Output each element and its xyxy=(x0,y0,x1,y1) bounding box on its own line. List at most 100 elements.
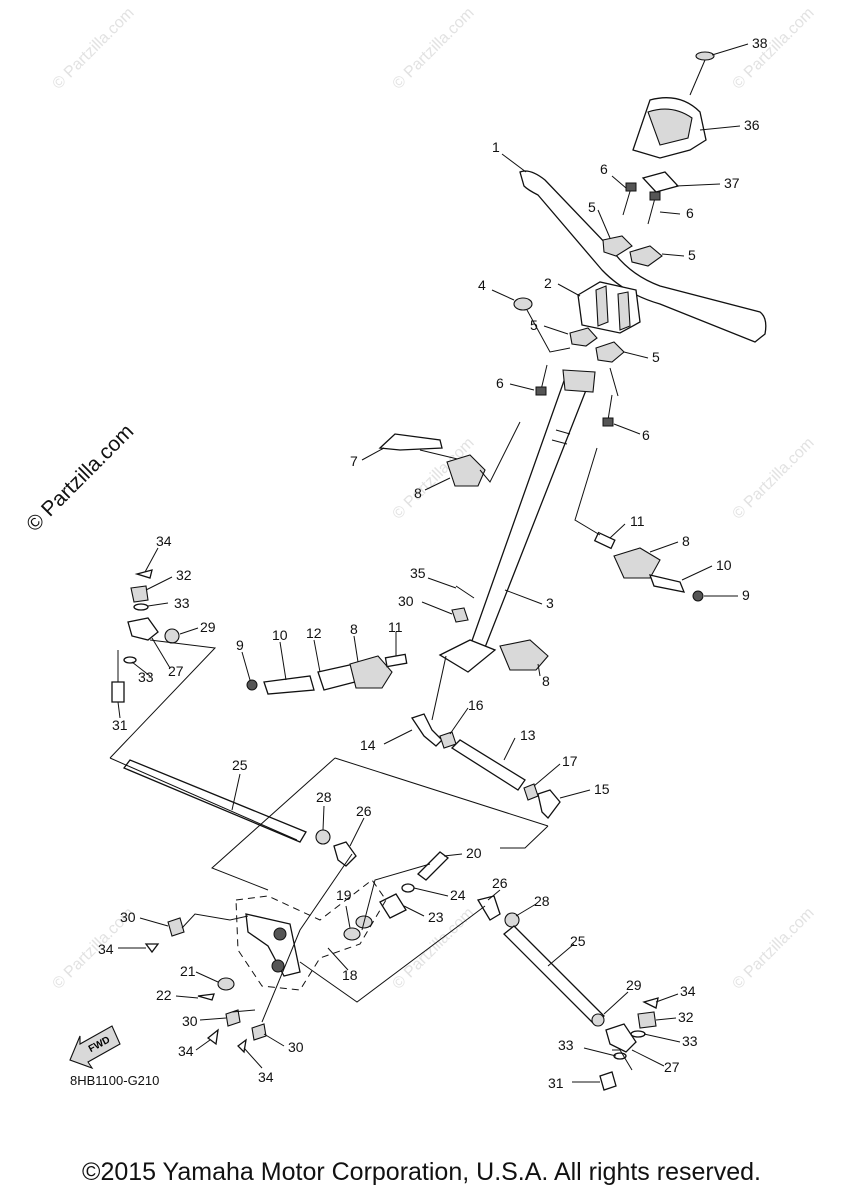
nut-9-upper xyxy=(692,590,704,602)
callout-19: 19 xyxy=(336,887,352,903)
callout-5: 5 xyxy=(652,349,660,365)
callout-30: 30 xyxy=(288,1039,304,1055)
bushing-8-upper xyxy=(446,454,486,487)
callout-21: 21 xyxy=(180,963,196,979)
callout-3: 3 xyxy=(546,595,554,611)
bolt-6-lower-left xyxy=(540,364,548,391)
copyright-notice: ©2015 Yamaha Motor Corporation, U.S.A. A… xyxy=(82,1158,761,1186)
callout-33: 33 xyxy=(682,1033,698,1049)
bushing-8-lower xyxy=(499,639,549,671)
arm-10-upper xyxy=(648,574,686,593)
nut-30-bottom xyxy=(251,1023,267,1041)
callout-11: 11 xyxy=(630,513,645,529)
dashed-group-outline xyxy=(235,879,387,991)
callout-29: 29 xyxy=(626,977,642,993)
arm-10-mid xyxy=(263,675,315,695)
handlebar xyxy=(519,170,767,343)
callout-17: 17 xyxy=(562,753,578,769)
callout-10: 10 xyxy=(272,627,288,643)
callout-labels: 38 36 37 1 6 6 5 5 2 4 5 5 6 6 7 8 11 8 … xyxy=(98,35,768,1091)
holder-5-right xyxy=(629,245,663,267)
callout-4: 4 xyxy=(478,277,486,293)
callout-34: 34 xyxy=(98,941,114,957)
idler-arm-18 xyxy=(245,913,301,977)
nut-17 xyxy=(523,783,539,801)
callout-8: 8 xyxy=(542,673,550,689)
tube-13 xyxy=(450,739,526,791)
fwd-arrow-icon xyxy=(69,1025,121,1070)
callout-34: 34 xyxy=(156,533,172,549)
holder-5-lower-left xyxy=(569,327,598,347)
callout-34: 34 xyxy=(178,1043,194,1059)
washer-33-left-lower xyxy=(123,656,137,664)
callout-8: 8 xyxy=(414,485,422,501)
nut-29-right xyxy=(591,1013,605,1027)
assembly-lines xyxy=(109,59,706,1071)
callout-26: 26 xyxy=(356,803,372,819)
rod-end-27-left xyxy=(127,617,159,641)
callout-27: 27 xyxy=(168,663,184,679)
callout-32: 32 xyxy=(176,567,192,583)
callout-26: 26 xyxy=(492,875,508,891)
callout-34: 34 xyxy=(680,983,696,999)
callout-34: 34 xyxy=(258,1069,274,1085)
clip-34-right xyxy=(642,997,659,1009)
bolt-20 xyxy=(417,851,449,881)
nut-30-left xyxy=(167,917,185,937)
bolt-6-upper-right xyxy=(647,197,656,225)
callout-32: 32 xyxy=(678,1009,694,1025)
nut-29-left xyxy=(164,628,180,644)
callout-23: 23 xyxy=(428,909,444,925)
callout-29: 29 xyxy=(200,619,216,635)
rod-end-14 xyxy=(410,713,443,747)
callout-24: 24 xyxy=(450,887,466,903)
holder-5-left xyxy=(602,235,633,257)
bushing-8-right xyxy=(613,547,661,579)
bolt-6-upper-left xyxy=(622,187,632,216)
bolt-6-lower-right xyxy=(607,394,613,421)
callout-6: 6 xyxy=(600,161,608,177)
leader-lines xyxy=(117,43,749,1083)
rod-end-15 xyxy=(537,789,561,819)
callout-18: 18 xyxy=(342,967,358,983)
bushing-21 xyxy=(217,977,235,991)
bushing-8-mid xyxy=(349,655,393,689)
callout-30: 30 xyxy=(398,593,414,609)
callout-5: 5 xyxy=(688,247,696,263)
callout-16: 16 xyxy=(468,697,484,713)
callout-25: 25 xyxy=(232,757,248,773)
clamp-7 xyxy=(378,433,443,451)
cap-4 xyxy=(513,297,533,311)
rod-end-26-left xyxy=(333,841,357,867)
bolt-31-left xyxy=(111,681,125,703)
callout-9: 9 xyxy=(742,587,750,603)
callout-14: 14 xyxy=(360,737,376,753)
nut-32-left xyxy=(130,585,149,603)
callout-5: 5 xyxy=(530,317,538,333)
tie-rod-25-left xyxy=(122,759,307,843)
washer-33-left xyxy=(133,603,149,611)
callout-36: 36 xyxy=(744,117,760,133)
callout-6: 6 xyxy=(642,427,650,443)
callout-33: 33 xyxy=(138,669,154,685)
callout-25: 25 xyxy=(570,933,586,949)
diagram-code: 8HB1100-G210 xyxy=(70,1073,160,1088)
callout-30: 30 xyxy=(182,1013,198,1029)
clip-34-lower-left xyxy=(144,943,160,954)
nut-28-left xyxy=(315,829,331,845)
callout-8: 8 xyxy=(350,621,358,637)
callout-15: 15 xyxy=(594,781,610,797)
callout-11: 11 xyxy=(388,619,403,635)
callout-33: 33 xyxy=(174,595,190,611)
callout-8: 8 xyxy=(682,533,690,549)
callout-28: 28 xyxy=(316,789,332,805)
nut-30-mid xyxy=(451,607,469,623)
callout-20: 20 xyxy=(466,845,482,861)
callout-35: 35 xyxy=(410,565,426,581)
plate-37 xyxy=(641,171,680,193)
clip-34-bottom xyxy=(237,1038,247,1054)
callout-31: 31 xyxy=(112,717,128,733)
collar-11-upper xyxy=(593,531,616,550)
tie-rod-25-right xyxy=(503,925,605,1025)
